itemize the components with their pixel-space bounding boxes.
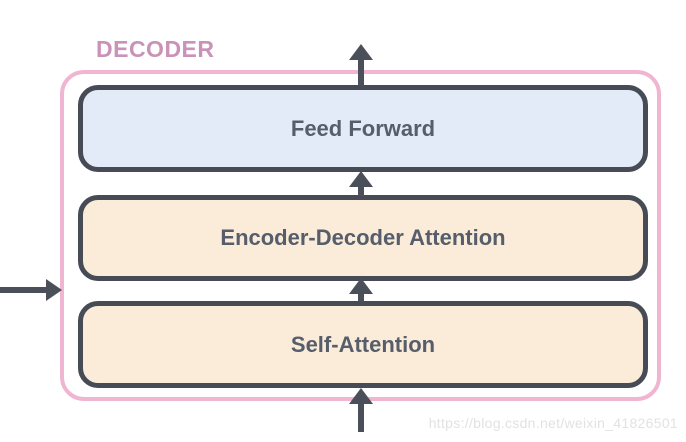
- enc-dec-attention-input-arrow: [348, 278, 374, 302]
- feed-forward-label: Feed Forward: [290, 115, 436, 141]
- watermark: https://blog.csdn.net/weixin_41826501: [428, 415, 678, 431]
- arrow-shaft: [358, 187, 364, 196]
- self-attention-label: Self-Attention: [290, 331, 436, 357]
- arrow-up-head-icon: [349, 278, 373, 294]
- decoder-input-arrow: [348, 388, 374, 432]
- arrow-shaft: [0, 287, 46, 293]
- encoder-decoder-attention-label: Encoder-Decoder Attention: [220, 225, 506, 250]
- decoder-output-arrow: [348, 44, 374, 86]
- encoder-output-arrow: [0, 279, 62, 301]
- feed-forward-layer: Feed Forward: [78, 85, 648, 172]
- arrow-shaft: [358, 404, 364, 432]
- arrow-up-head-icon: [349, 171, 373, 187]
- arrow-up-head-icon: [349, 44, 373, 60]
- self-attention-layer: Self-Attention: [78, 301, 648, 388]
- arrow-up-head-icon: [349, 388, 373, 404]
- arrow-shaft: [358, 294, 364, 302]
- decoder-title: DECODER: [96, 36, 215, 62]
- feed-forward-input-arrow: [348, 171, 374, 196]
- encoder-decoder-attention-layer: Encoder-Decoder Attention: [78, 195, 648, 281]
- arrow-shaft: [358, 60, 364, 86]
- arrow-right-head-icon: [46, 279, 62, 301]
